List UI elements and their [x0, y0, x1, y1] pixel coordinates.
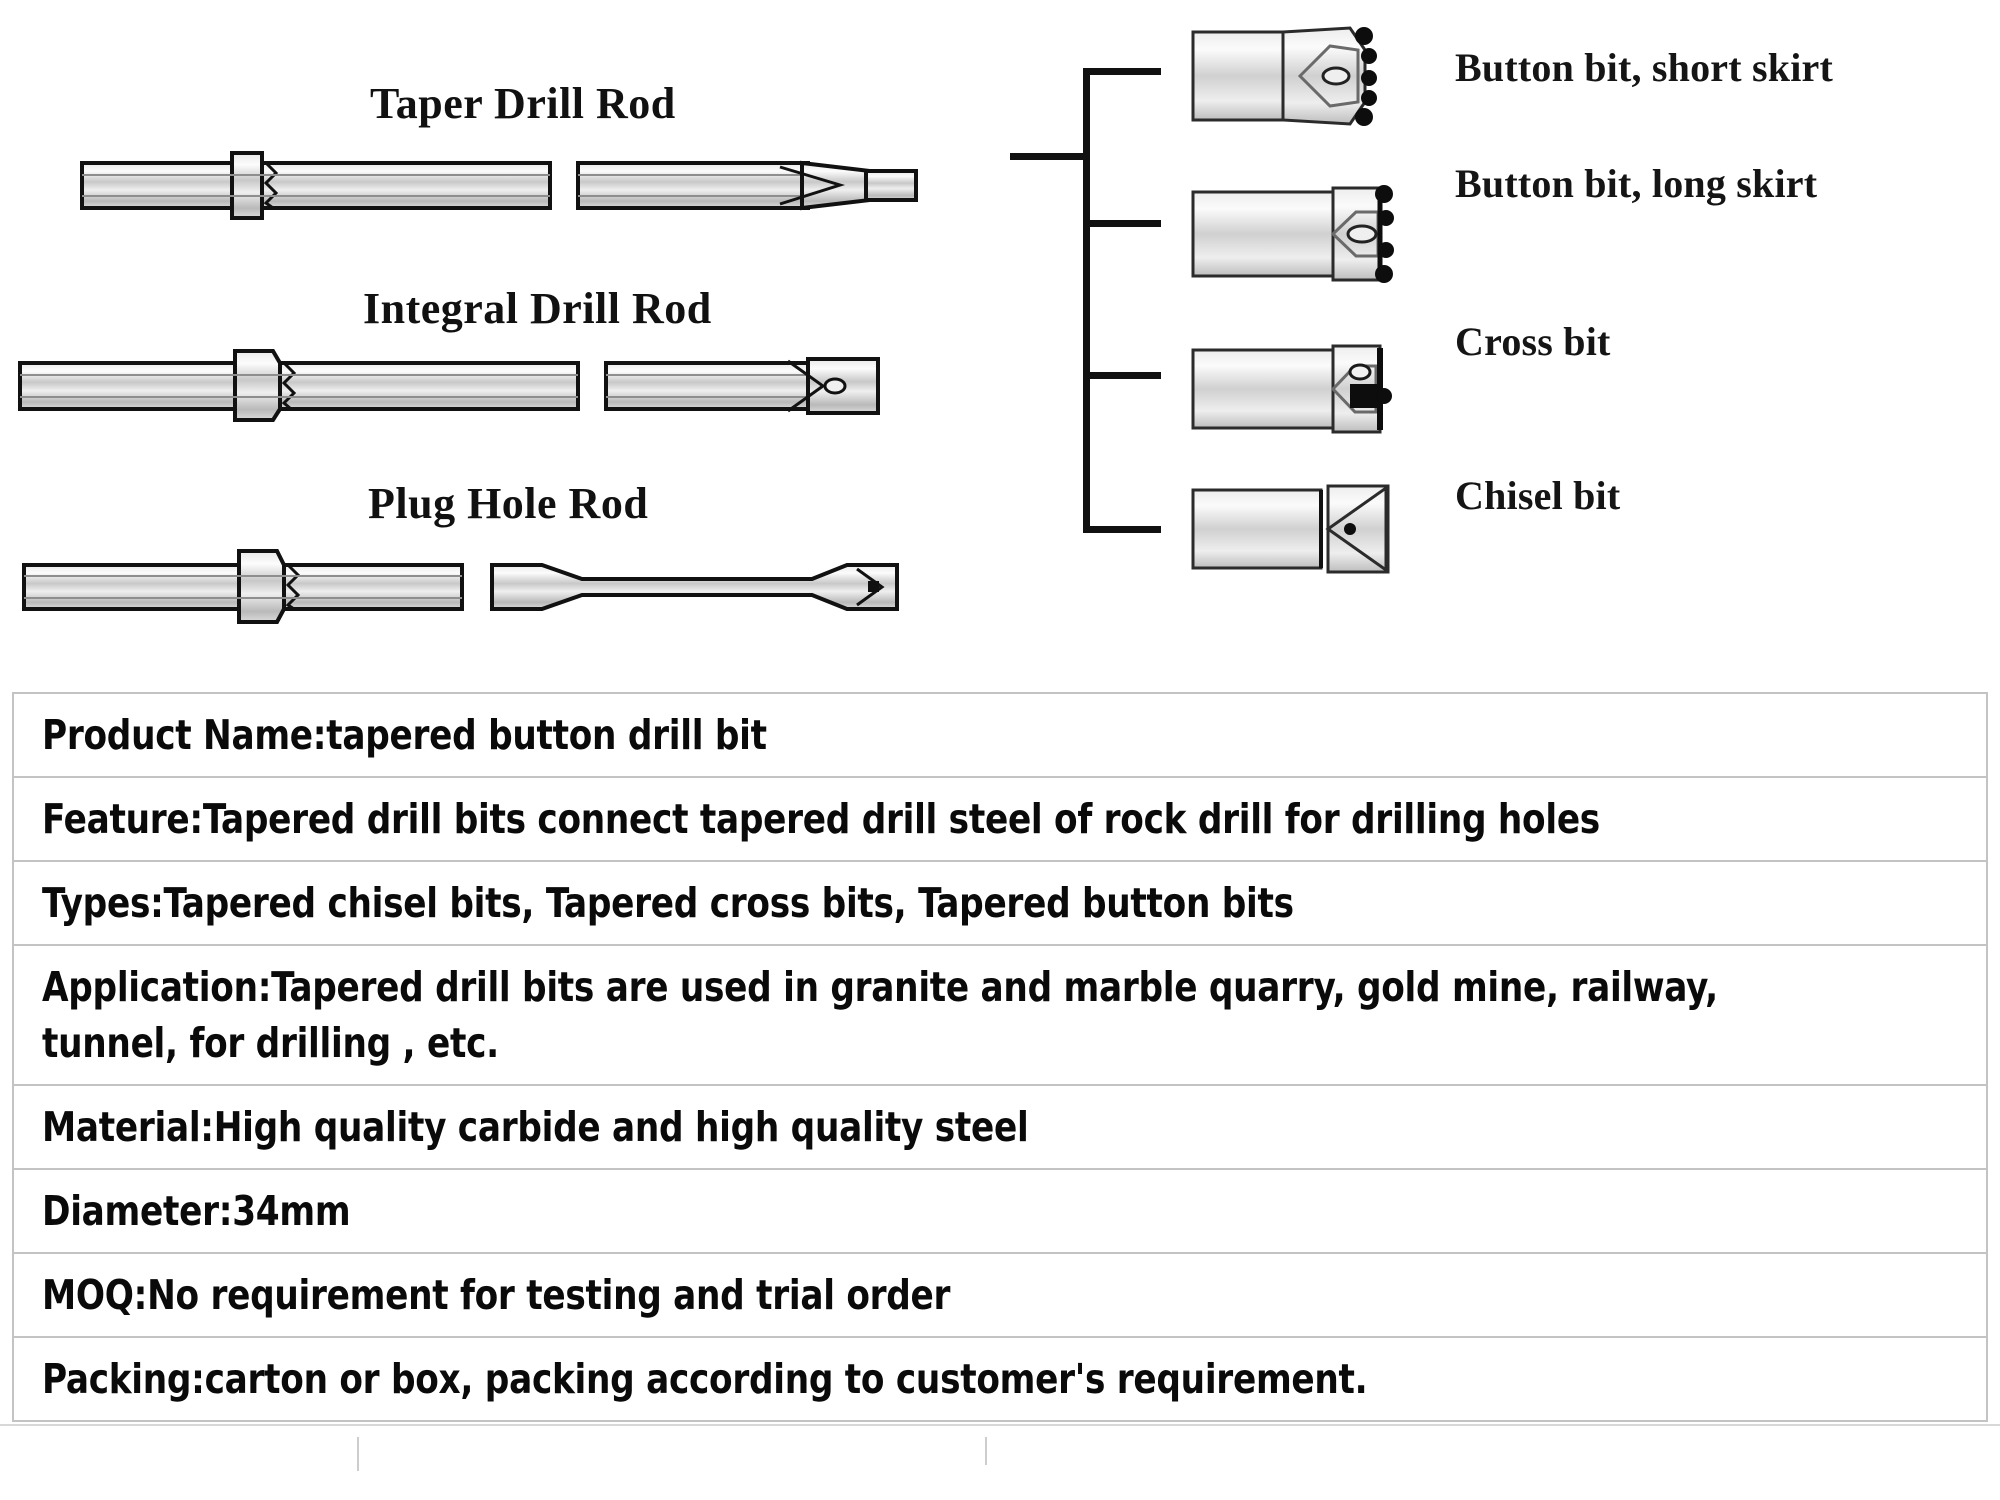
bracket-connector	[1010, 60, 1210, 540]
bracket-branch-2	[1083, 220, 1161, 227]
spec-application: Application:Tapered drill bits are used …	[42, 963, 1730, 1067]
column-tick-left	[357, 1437, 359, 1471]
bit-label-button-short-skirt: Button bit, short skirt	[1455, 45, 1833, 90]
spec-product-name: Product Name:tapered button drill bit	[42, 711, 767, 759]
table-bottom-rule	[0, 1424, 2000, 1426]
product-diagram: Taper Drill Rod	[0, 0, 2000, 690]
table-row: Application:Tapered drill bits are used …	[14, 946, 1986, 1086]
spec-feature: Feature:Tapered drill bits connect taper…	[42, 795, 1600, 843]
bit-illustration-cross-bit	[1190, 340, 1420, 445]
bracket-branch-4	[1083, 526, 1161, 533]
spec-packing: Packing:carton or box, packing according…	[42, 1355, 1368, 1403]
rod-illustration-plug-hole	[22, 545, 952, 630]
spec-diameter: Diameter:34mm	[42, 1187, 351, 1235]
rod-illustration-taper	[80, 145, 980, 230]
rod-illustration-integral	[18, 345, 958, 430]
bracket-stem-left	[1010, 153, 1086, 160]
column-tick-right	[985, 1437, 987, 1465]
spec-moq: MOQ:No requirement for testing and trial…	[42, 1271, 951, 1319]
bit-illustration-button-long-skirt	[1190, 178, 1420, 293]
bit-illustration-chisel-bit	[1190, 480, 1420, 585]
rod-title-taper: Taper Drill Rod	[370, 79, 676, 128]
bracket-branch-1	[1083, 68, 1161, 75]
spec-types: Types:Tapered chisel bits, Tapered cross…	[42, 879, 1294, 927]
bit-label-cross-bit: Cross bit	[1455, 319, 1611, 364]
rod-title-plug-hole: Plug Hole Rod	[368, 479, 649, 528]
table-row: Product Name:tapered button drill bit	[14, 694, 1986, 778]
bracket-branch-3	[1083, 372, 1161, 379]
product-spec-table: Product Name:tapered button drill bit Fe…	[12, 692, 1988, 1422]
table-row: MOQ:No requirement for testing and trial…	[14, 1254, 1986, 1338]
table-row: Material:High quality carbide and high q…	[14, 1086, 1986, 1170]
bit-label-chisel-bit: Chisel bit	[1455, 473, 1621, 518]
table-row: Types:Tapered chisel bits, Tapered cross…	[14, 862, 1986, 946]
spec-material: Material:High quality carbide and high q…	[42, 1103, 1029, 1151]
bit-label-button-long-skirt: Button bit, long skirt	[1455, 161, 1818, 206]
bit-illustration-button-short-skirt	[1190, 20, 1420, 135]
bracket-spine	[1083, 68, 1090, 533]
table-row: Feature:Tapered drill bits connect taper…	[14, 778, 1986, 862]
rod-title-integral: Integral Drill Rod	[363, 284, 712, 333]
table-row: Diameter:34mm	[14, 1170, 1986, 1254]
table-row: Packing:carton or box, packing according…	[14, 1338, 1986, 1422]
